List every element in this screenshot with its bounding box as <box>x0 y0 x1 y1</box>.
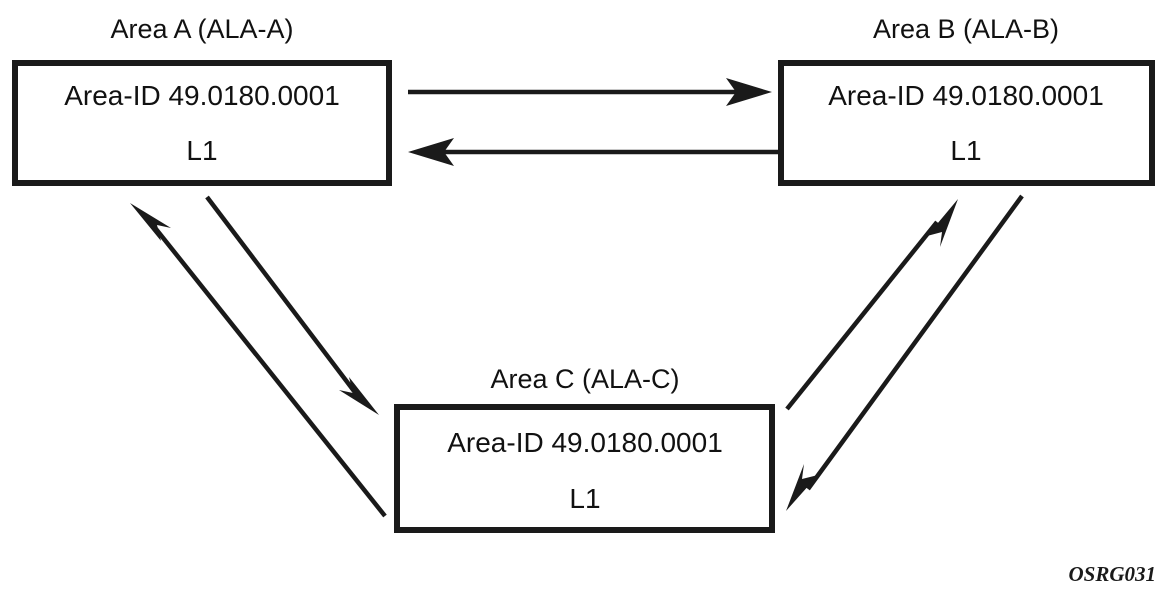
area-b-title: Area B (ALA-B) <box>873 14 1059 44</box>
area-c-area-id: Area-ID 49.0180.0001 <box>447 427 723 458</box>
area-a-level: L1 <box>186 135 217 166</box>
area-a-title: Area A (ALA-A) <box>110 14 293 44</box>
arrowhead-down-left-to-c <box>786 464 818 511</box>
area-b-box[interactable] <box>778 60 1155 186</box>
figure-code-label: OSRG031 <box>1068 562 1156 586</box>
link-b-to-c-line <box>806 194 1024 491</box>
link-a-to-c-line <box>205 195 359 397</box>
arrowhead-right-to-b <box>726 78 772 106</box>
area-a-area-id: Area-ID 49.0180.0001 <box>64 80 340 111</box>
arrowhead-up-right-to-b <box>927 199 958 247</box>
link-area-c-to-area-a[interactable] <box>130 203 387 518</box>
link-c-to-b-line <box>785 220 939 411</box>
area-b-level: L1 <box>950 135 981 166</box>
arrowhead-left-to-a <box>408 138 454 166</box>
link-area-c-to-area-b[interactable] <box>785 199 958 411</box>
area-c-level: L1 <box>569 483 600 514</box>
arrowhead-down-right-to-c <box>339 377 379 415</box>
link-area-b-to-area-a[interactable] <box>408 138 778 166</box>
link-c-to-a-line <box>150 222 387 518</box>
area-b-area-id: Area-ID 49.0180.0001 <box>828 80 1104 111</box>
arrowhead-up-left-to-a <box>130 203 171 241</box>
link-area-a-to-area-b[interactable] <box>408 78 772 106</box>
area-a-box[interactable] <box>12 60 392 186</box>
link-area-b-to-area-c[interactable] <box>786 194 1024 511</box>
link-area-a-to-area-c[interactable] <box>205 195 379 415</box>
area-c-box[interactable] <box>394 404 775 533</box>
area-c-title: Area C (ALA-C) <box>490 364 679 394</box>
